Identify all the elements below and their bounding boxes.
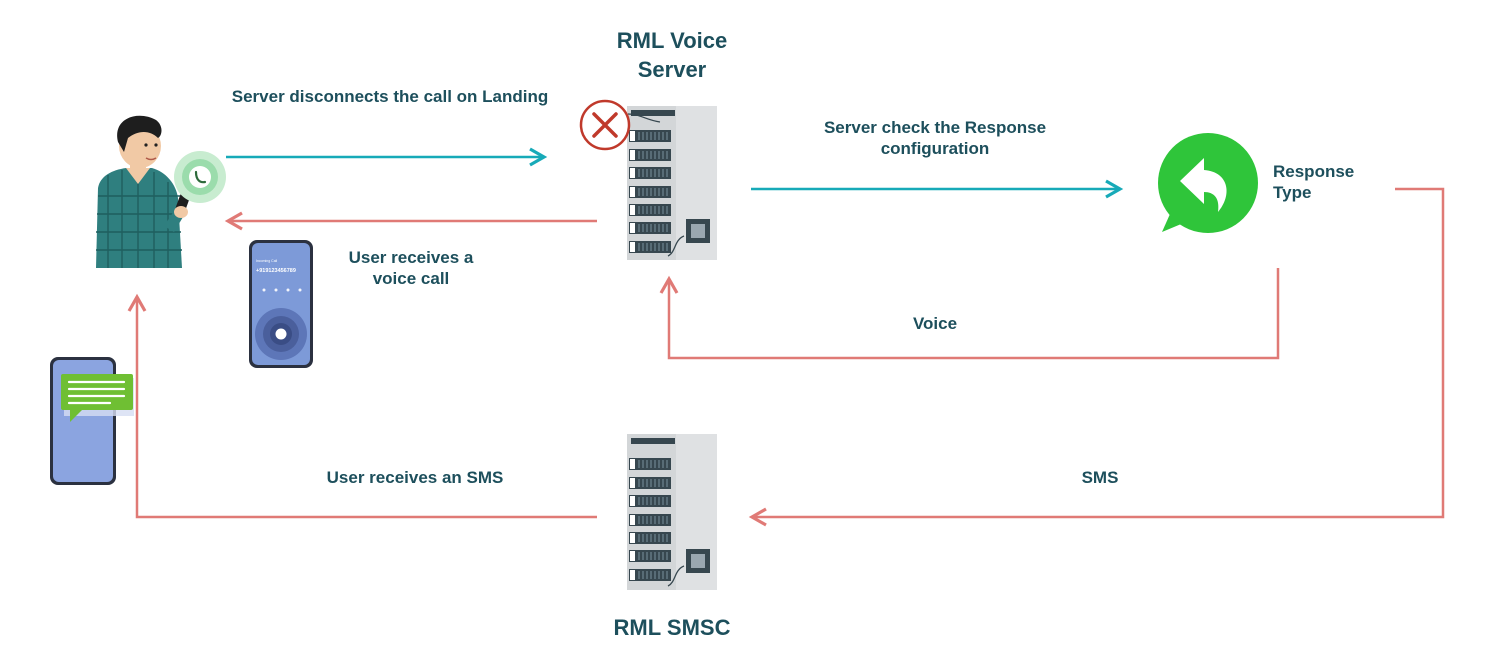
call-ringing-icon — [174, 151, 226, 203]
smsc-title: RML SMSC — [613, 615, 731, 640]
edge-label-voice-branch: Voice — [912, 314, 958, 333]
voice-server-title: RML Voice Server — [616, 28, 728, 82]
arrow-sms-received — [127, 293, 597, 519]
edge-label-disconnect: Server disconnects the call on Landing — [231, 87, 549, 106]
edge-label-sms-received: User receives an SMS — [326, 468, 504, 487]
smsc-server-rack-icon — [627, 434, 717, 590]
sms-message-phone-icon — [50, 357, 134, 485]
edge-label-check-config: Server check the Response configuration — [823, 118, 1047, 159]
arrow-voice-branch — [659, 268, 1280, 360]
reply-icon — [1158, 133, 1258, 233]
incoming-call-phone-icon: Incoming Call +919123456789 — [249, 240, 313, 368]
incoming-call-number: +919123456789 — [256, 268, 296, 274]
response-type-label: Response Type — [1273, 162, 1355, 203]
edge-label-sms-branch: SMS — [1081, 468, 1119, 487]
incoming-call-caption: Incoming Call — [256, 259, 277, 263]
voice-server-rack-icon — [627, 106, 717, 260]
user-with-phone-icon — [96, 115, 191, 268]
disconnect-x-icon — [579, 99, 631, 151]
edge-label-voice-call: User receives a voice call — [348, 248, 474, 289]
arrow-sms-branch — [748, 187, 1445, 527]
